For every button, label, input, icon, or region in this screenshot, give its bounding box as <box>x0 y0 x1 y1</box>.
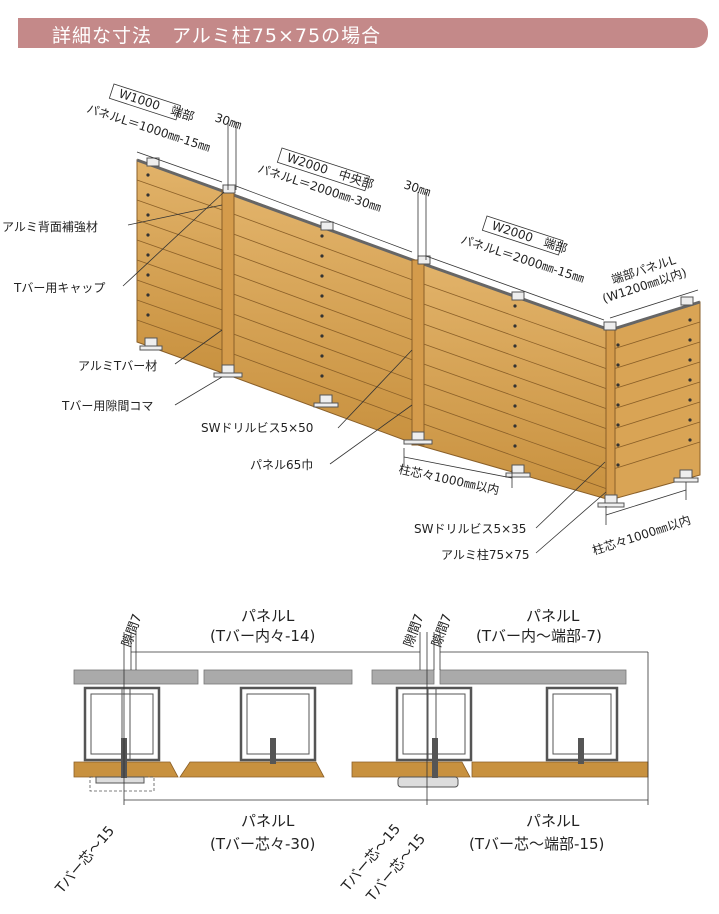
gap-30mm-b: 30㎜ <box>402 178 432 200</box>
t-bar-2 <box>411 259 425 446</box>
panel-top-right-formula: (Tバー内～端部-7) <box>476 627 602 645</box>
lower-dimension-lines <box>123 632 649 805</box>
upper-dimension-lines <box>122 122 699 554</box>
gap-7-a: 隙間7 <box>120 612 146 649</box>
label-aluminum-post: アルミ柱75×75 <box>441 547 529 562</box>
section-panels <box>73 761 649 778</box>
label-drill-screw-5x50: SWドリルビス5×50 <box>201 421 313 435</box>
section-title: 詳細な寸法 アルミ柱75×75の場合 <box>52 25 382 47</box>
section-tbar-foot-a <box>95 776 145 784</box>
section-top-rails <box>73 669 627 685</box>
panel-top-right-label: パネルL <box>526 607 580 625</box>
label-aluminum-tbar: アルミTバー材 <box>78 359 157 373</box>
tbar-center-a: Tバー芯～15 <box>52 823 118 897</box>
gap-7-c: 隙間7 <box>430 612 456 649</box>
section-tbar-foot-b <box>397 776 459 788</box>
gap-7-b: 隙間7 <box>402 612 428 649</box>
label-drill-screw-5x35: SWドリルビス5×35 <box>414 522 526 536</box>
panel-top-mid-label: パネルL <box>241 607 295 625</box>
label-panel-65: パネル65巾 <box>250 458 313 472</box>
panel-bottom-right-formula: (Tバー芯～端部-15) <box>469 835 604 853</box>
label-post-pitch-1: 柱芯々1000㎜以内 <box>397 461 500 497</box>
section-profiles <box>83 686 619 762</box>
w2000c-box <box>276 147 371 192</box>
t-bar-1 <box>221 189 235 376</box>
section-header: 詳細な寸法 アルミ柱75×75の場合 <box>18 18 708 48</box>
section-inner-lines <box>90 688 612 760</box>
base-plates <box>139 337 699 508</box>
cross-section-diagram <box>73 669 649 792</box>
w2000e-box <box>481 215 564 256</box>
panel-bottom-mid-label: パネルL <box>241 812 295 830</box>
panel-bottom-right-label: パネルL <box>526 812 580 830</box>
panel-top-mid-formula: (Tバー内々-14) <box>210 627 315 645</box>
fence-slat-lines <box>136 179 701 491</box>
end-post <box>605 327 616 501</box>
screw-dots <box>146 173 692 467</box>
panel-bottom-mid-formula: (Tバー芯々-30) <box>210 835 315 853</box>
w1000-box <box>108 83 182 121</box>
label-reinforcement: アルミ背面補強材 <box>2 220 98 234</box>
label-tbar-cap: Tバー用キャップ <box>13 281 105 295</box>
label-tbar-spacer: Tバー用隙間コマ <box>61 399 153 413</box>
fence-illustration <box>136 157 701 508</box>
